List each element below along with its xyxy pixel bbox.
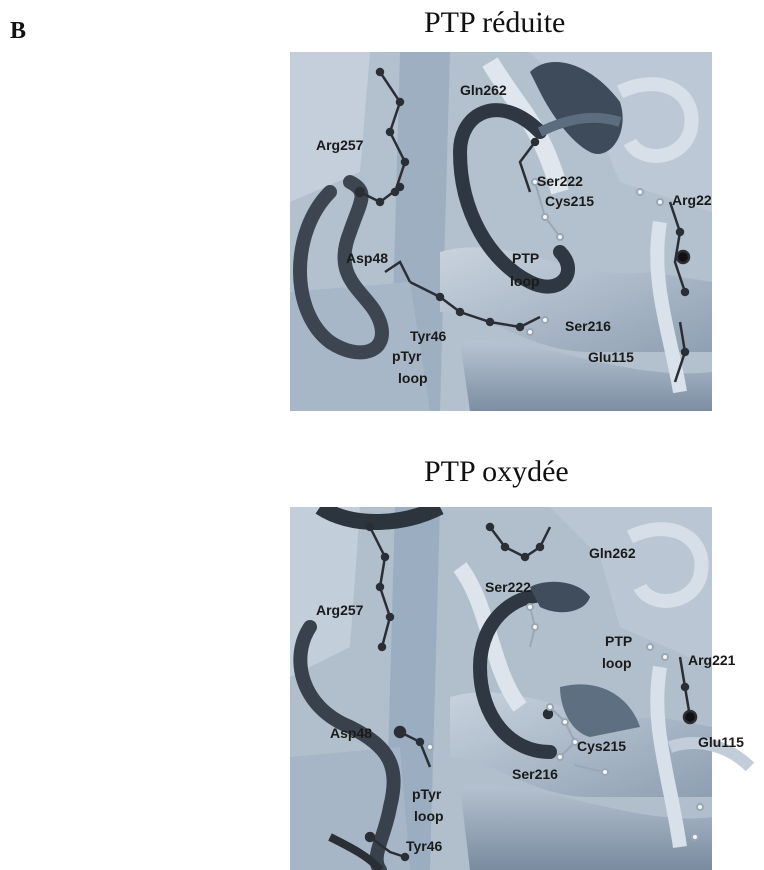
residue-label-asp48: Asp48 [346,250,388,266]
residue-label-ser216: Ser216 [565,318,611,334]
protein-structure-reduced: Gln262 Arg257 Ser222 Cys215 Arg221 Asp48… [290,52,712,411]
ptyr-loop-label-line1: pTyr [392,348,421,364]
ptyr-loop-label-line1: pTyr [412,786,441,802]
residue-label-tyr46: Tyr46 [410,328,446,344]
residue-label-gln262: Gln262 [460,82,507,98]
ptyr-loop-label-line2: loop [398,370,428,386]
residue-label-gln262: Gln262 [589,545,636,561]
residue-label-cys215: Cys215 [577,738,626,754]
ptp-loop-label-line2: loop [510,273,540,289]
residue-label-ser216: Ser216 [512,766,558,782]
residue-label-glu115: Glu115 [588,349,634,365]
residue-label-cys215: Cys215 [545,193,594,209]
ptp-loop-label-line1: PTP [512,250,539,266]
ptp-loop-label-line1: PTP [605,633,632,649]
residue-label-tyr46: Tyr46 [406,838,442,854]
panel-title-oxidized: PTP oxydée [424,455,569,489]
residue-label-arg221: Arg221 [672,192,712,208]
residue-label-asp48: Asp48 [330,725,372,741]
residue-label-ser222: Ser222 [537,173,583,189]
protein-ribbon-render [290,507,762,870]
protein-structure-oxidized: Gln262 Ser222 Arg257 PTP loop Arg221 Asp… [290,507,762,870]
residue-label-glu115: Glu115 [698,734,744,750]
panel-letter: B [10,18,26,45]
residue-label-ser222: Ser222 [485,579,531,595]
ptp-loop-label-line2: loop [602,655,632,671]
residue-label-arg257: Arg257 [316,137,363,153]
panel-title-reduced: PTP réduite [424,6,565,40]
protein-ribbon-render [290,52,712,411]
residue-label-arg257: Arg257 [316,602,363,618]
ptyr-loop-label-line2: loop [414,808,444,824]
residue-label-arg221: Arg221 [688,652,735,668]
